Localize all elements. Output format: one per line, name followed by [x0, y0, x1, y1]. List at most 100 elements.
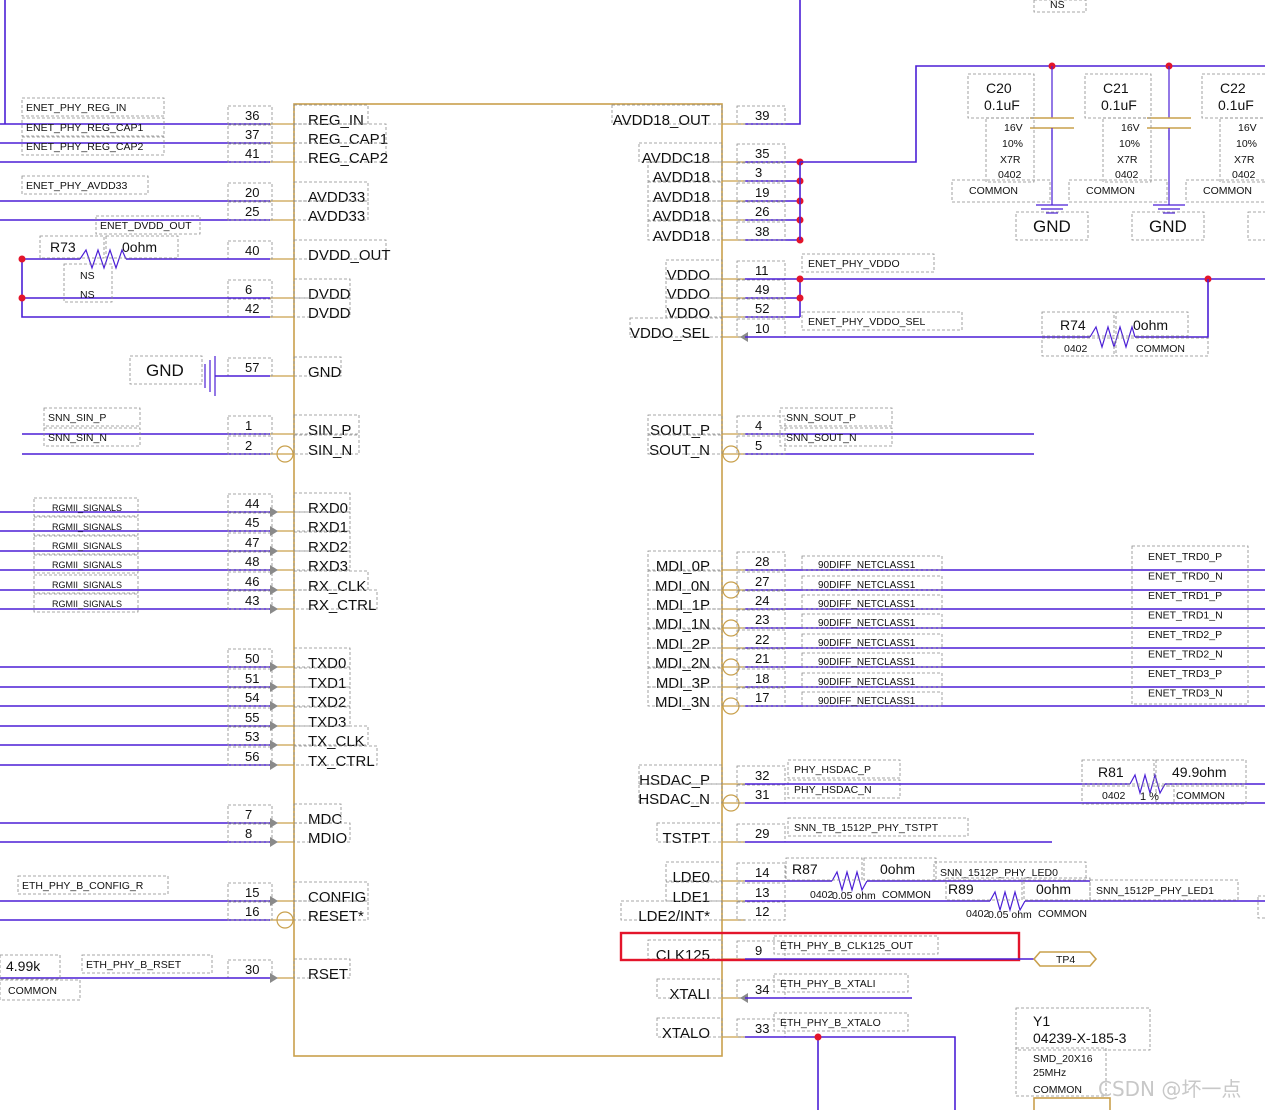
y1-label-box: [1015, 1007, 1151, 1051]
r81-tolerance: 1 %: [1140, 791, 1159, 803]
pin-name-box: [293, 745, 378, 766]
trd-net-label: ENET_TRD0_P: [1148, 551, 1222, 563]
pin-name: TXD0: [308, 655, 346, 672]
pin-name-box: [293, 900, 369, 921]
net-label: 90DIFF_NETCLASS1: [818, 657, 916, 668]
rset-value: 4.99k: [6, 958, 41, 974]
pin-name: AVDD18_OUT: [613, 112, 710, 129]
pin-number-box: [227, 707, 273, 727]
pin-name-box: [293, 200, 369, 221]
pin-number-box: [227, 240, 273, 260]
pin-name: CONFIG: [308, 889, 366, 906]
pin-name-box: [638, 764, 723, 785]
pin-number-box: [227, 201, 273, 221]
pin-number: 19: [755, 185, 769, 200]
r81-value: 49.9ohm: [1172, 764, 1226, 780]
pin-name-box: [656, 978, 723, 999]
pin-number: 30: [245, 962, 259, 977]
net-label: PHY_HSDAC_P: [794, 764, 871, 776]
pin-name: TSTPT: [663, 830, 711, 847]
pin-name: TX_CTRL: [308, 753, 375, 770]
net-label-box: [773, 1012, 909, 1032]
pin-name-box: [647, 550, 723, 571]
pin-name-box: [293, 589, 378, 610]
pin-number-box: [736, 182, 786, 202]
pin-name-box: [638, 142, 723, 163]
pin-number-box: [227, 648, 273, 668]
pin-number: 20: [245, 185, 259, 200]
pin-name-box: [611, 104, 723, 125]
net-label-box: [779, 427, 893, 447]
cap-value: 0.1uF: [984, 97, 1020, 113]
pin-name-box: [293, 686, 351, 707]
cap-value: 0.1uF: [1101, 97, 1137, 113]
r89-tolerance: 0.05 ohm: [988, 909, 1032, 921]
pin-number: 43: [245, 593, 259, 608]
pin-number: 32: [755, 768, 769, 783]
pin-name: MDI_0N: [655, 578, 710, 595]
pin-number-box: [227, 590, 273, 610]
net-label: RGMII_SIGNALS: [52, 522, 122, 532]
pin-number: 18: [755, 671, 769, 686]
net-label-box: [801, 633, 943, 649]
pin-name: MDI_1N: [655, 616, 710, 633]
trd-net-label: ENET_TRD2_P: [1148, 629, 1222, 641]
pin-name-box: [647, 608, 723, 629]
pin-name-box: [293, 142, 387, 163]
junction-dot: [796, 294, 804, 302]
y1-frequency: 25MHz: [1033, 1067, 1066, 1079]
pin-name-box: [293, 239, 387, 260]
rset-type: COMMON: [8, 985, 57, 997]
xtalo-wire: [745, 1036, 956, 1110]
net-label-box: [787, 779, 901, 799]
pin-number: 40: [245, 243, 259, 258]
pin-name-box: [647, 220, 723, 241]
pin-number: 31: [755, 787, 769, 802]
r73-val-box: [105, 235, 179, 259]
avdd18-out-wire: [745, 0, 801, 125]
tp4-port: [1032, 951, 1098, 967]
pin-name: REG_CAP1: [308, 131, 388, 148]
y1-body: [1033, 1097, 1111, 1110]
net-label-box: [21, 175, 149, 195]
r74-val-box: [1115, 311, 1189, 337]
pin-name: RXD3: [308, 558, 348, 575]
pin-number-box: [227, 668, 273, 688]
pin-number-box: [736, 648, 786, 668]
pin-name-box: [293, 725, 369, 746]
vddo-sel-wire-2: [1135, 279, 1209, 338]
net-label: 90DIFF_NETCLASS1: [818, 580, 916, 591]
net-label: ETH_PHY_B_RSET: [86, 959, 182, 971]
pin-number: 17: [755, 690, 769, 705]
pin-name: AVDD33: [308, 208, 365, 225]
pin-number-box: [736, 162, 786, 182]
r81-ref-box: [1081, 759, 1155, 785]
net-label-box: [33, 516, 139, 536]
pin-number-box: [227, 746, 273, 766]
pin-number-box: [227, 726, 273, 746]
pin-number: 25: [245, 204, 259, 219]
pin-name-box: [620, 900, 723, 921]
pin-number-box: [227, 357, 273, 377]
pin-number-box: [736, 609, 786, 629]
net-label: ENET_PHY_REG_IN: [26, 102, 126, 114]
net-label: 90DIFF_NETCLASS1: [818, 638, 916, 649]
net-label-box: [801, 672, 943, 688]
pin-number: 5: [755, 438, 762, 453]
pin-name-box: [647, 161, 723, 182]
r81-val-box: [1155, 759, 1247, 785]
input-arrow: [270, 701, 278, 711]
